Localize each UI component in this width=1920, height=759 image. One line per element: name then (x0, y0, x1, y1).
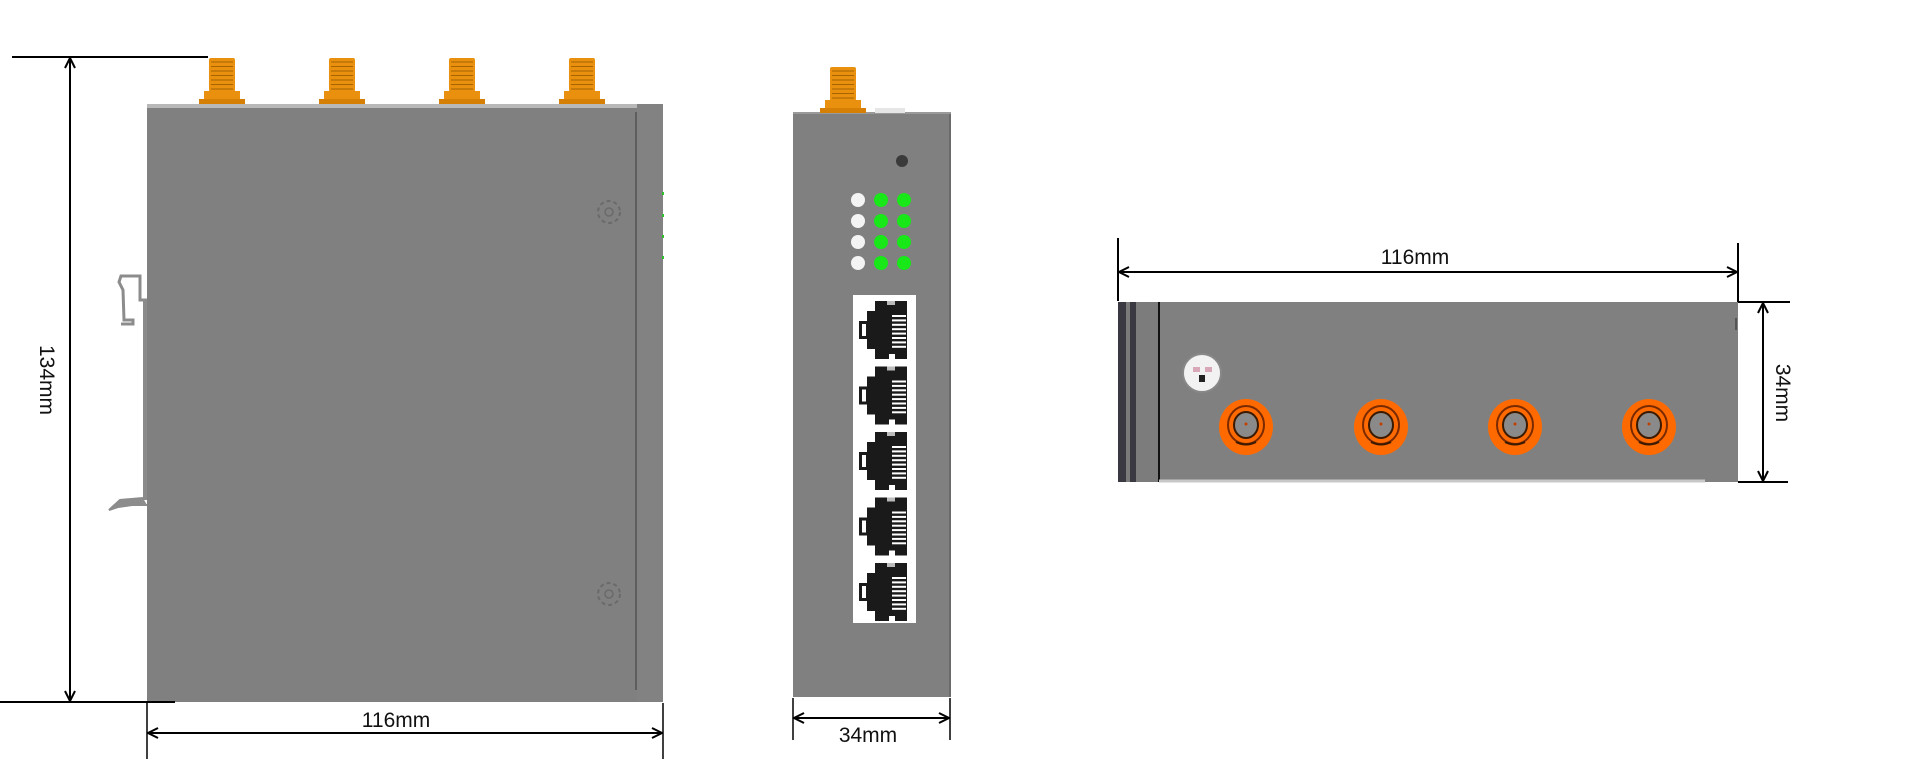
ethernet-port-icon (859, 563, 907, 621)
top-view: 116mm 34mm (1117, 238, 1794, 483)
antenna-connector-icon (559, 58, 605, 104)
antenna-connector-icon (319, 58, 365, 104)
white-led-icon (851, 193, 865, 207)
side-top-highlight (147, 104, 637, 108)
top-width-label: 116mm (1381, 246, 1449, 269)
side-right-panel (637, 104, 663, 702)
antenna-connector-icon (199, 58, 245, 104)
white-led-icon (851, 214, 865, 228)
side-height-label: 134mm (35, 345, 58, 415)
side-view: 134mm 116mm (0, 56, 664, 759)
ethernet-port-icon (859, 497, 907, 556)
green-led-icon (897, 193, 911, 207)
white-led-icon (851, 235, 865, 249)
top-edge-strip (1130, 302, 1136, 482)
top-edge-strip (1118, 302, 1126, 482)
din-clip-bottom (108, 497, 147, 511)
side-led-edge-marks (662, 192, 664, 259)
green-led-icon (874, 214, 888, 228)
led-indicators (851, 193, 911, 270)
top-antennas (1219, 399, 1676, 455)
green-led-icon (874, 193, 888, 207)
din-clip-top (117, 274, 147, 326)
top-edge-strip (1126, 302, 1130, 482)
green-led-icon (897, 235, 911, 249)
screw-icon (597, 582, 621, 606)
antenna-connector-icon (439, 58, 485, 104)
ethernet-ports (859, 301, 907, 621)
front-width-label: 34mm (839, 724, 897, 747)
white-led-icon (851, 256, 865, 270)
antenna-connector-top-icon (1622, 399, 1676, 455)
green-led-icon (874, 235, 888, 249)
ethernet-port-icon (859, 301, 907, 359)
antenna-connector-icon (820, 67, 866, 113)
front-antenna (820, 67, 866, 113)
reset-button (896, 155, 908, 167)
green-led-icon (897, 214, 911, 228)
ground-screw-icon (1182, 353, 1222, 393)
top-height-label: 34mm (1771, 364, 1794, 422)
green-led-icon (897, 256, 911, 270)
front-top-edge (793, 112, 951, 114)
ethernet-port-icon (859, 432, 907, 490)
side-housing (147, 104, 663, 702)
green-led-icon (874, 256, 888, 270)
side-width-label: 116mm (362, 709, 430, 732)
front-view: 34mm (792, 67, 951, 747)
din-rail-edge (143, 300, 147, 500)
front-top-cap (875, 108, 905, 113)
top-edge-strip (1136, 302, 1158, 482)
top-housing (1118, 302, 1738, 482)
antenna-connector-top-icon (1354, 399, 1408, 455)
screw-icon (597, 200, 621, 224)
antenna-connector-top-icon (1488, 399, 1542, 455)
side-antennas (199, 58, 605, 104)
ethernet-port-icon (859, 366, 907, 425)
antenna-connector-top-icon (1219, 399, 1273, 455)
